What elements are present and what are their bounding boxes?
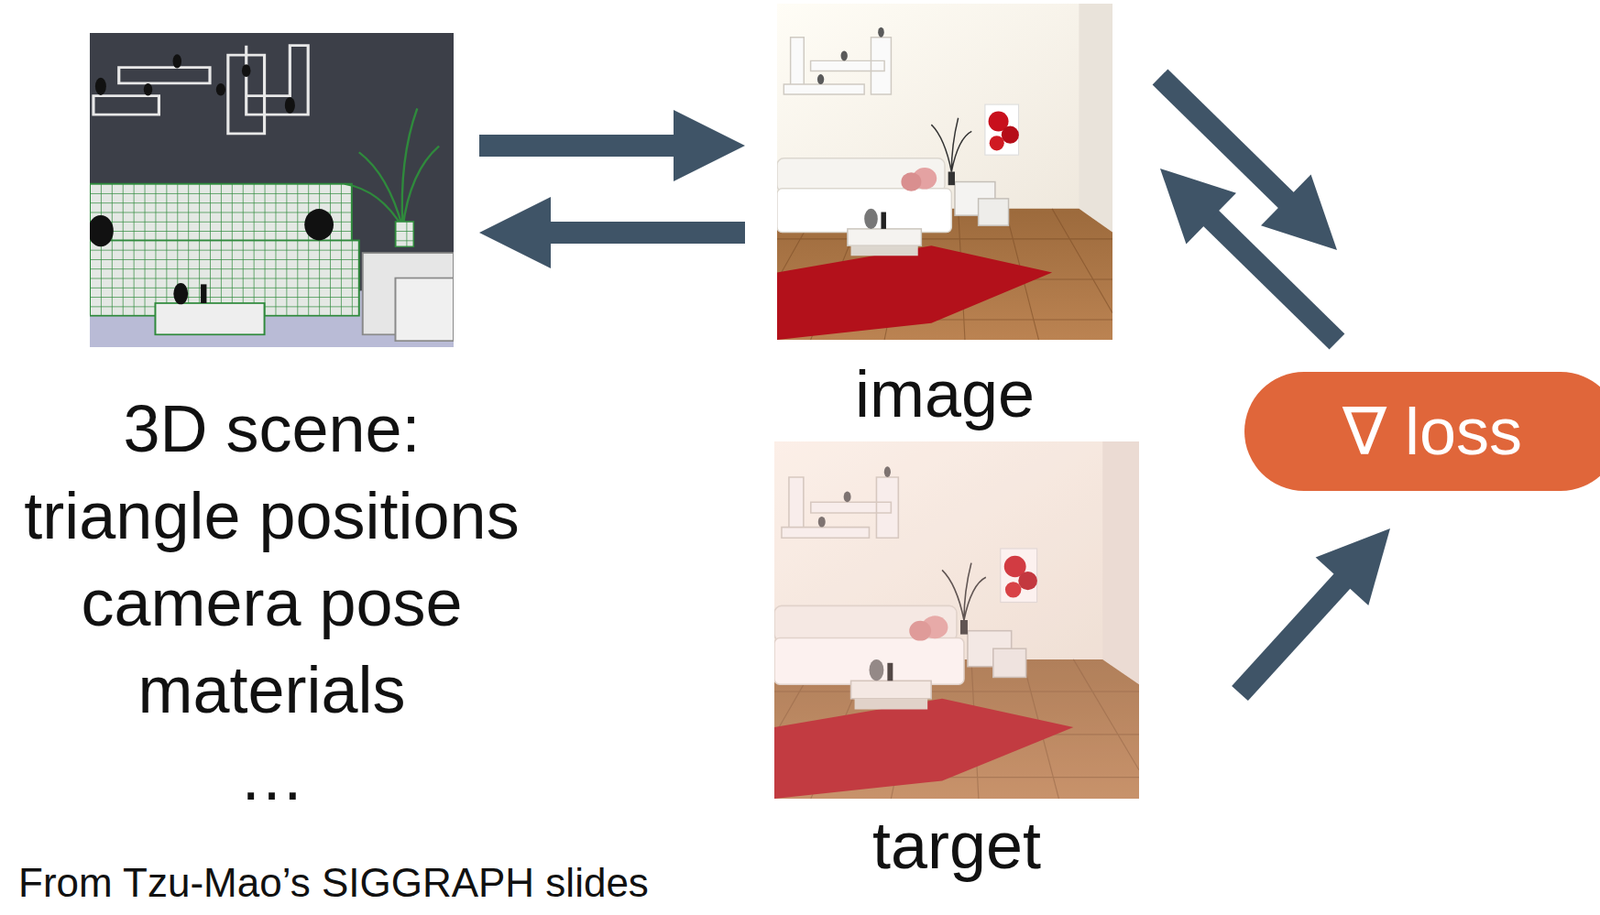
wire-plant xyxy=(344,108,439,228)
wire-vases xyxy=(95,54,296,113)
flow-arrow xyxy=(1160,168,1337,342)
caption-text: … xyxy=(23,734,519,822)
wire-table-vase xyxy=(173,283,188,305)
caption-text: 3D scene: xyxy=(23,385,519,473)
arrow-head xyxy=(1160,168,1237,244)
loss-pill: ∇ loss xyxy=(1244,372,1600,492)
flow-arrow xyxy=(1160,76,1337,251)
flow-arrow xyxy=(1239,528,1391,694)
image-panel: target xyxy=(774,441,1140,800)
caption-stack: image xyxy=(854,354,1035,434)
image-panel: image xyxy=(777,3,1113,340)
wire-pillow xyxy=(87,215,114,247)
arrow-shaft xyxy=(1209,217,1337,342)
arrow-head xyxy=(1260,175,1337,251)
wire-side-table xyxy=(394,278,454,342)
arrow-shaft xyxy=(548,221,746,244)
arrow-head xyxy=(673,109,746,182)
caption-stack: target xyxy=(872,810,1042,883)
target-image xyxy=(737,441,1140,800)
caption-text: image xyxy=(854,354,1035,434)
wire-shelves xyxy=(93,45,308,134)
scene-panel: 3D scene:triangle positionscamera posema… xyxy=(89,32,454,348)
arrow-shaft xyxy=(1239,580,1344,694)
wire-sofa-back xyxy=(89,184,352,244)
caption-text: camera pose xyxy=(23,559,519,647)
wireframe-scene xyxy=(87,32,454,348)
caption-text: triangle positions xyxy=(23,472,519,560)
arrow-shaft xyxy=(479,134,676,157)
arrow-head xyxy=(1315,528,1391,606)
wire-pillow xyxy=(304,208,334,241)
node-label: ∇ loss xyxy=(1342,392,1523,472)
wire-pot xyxy=(394,221,414,247)
flow-arrow xyxy=(479,197,746,269)
flow-arrow xyxy=(479,109,746,182)
wire-table-vase xyxy=(200,284,207,304)
target-tint xyxy=(774,441,1140,800)
caption-text: target xyxy=(872,810,1042,883)
caption-stack: 3D scene:triangle positionscamera posema… xyxy=(23,385,519,822)
wire-coffee-table xyxy=(154,303,264,335)
scene-wall xyxy=(89,32,454,348)
source-note: From Tzu-Mao’s SIGGRAPH slides xyxy=(18,859,649,907)
caption-text: materials xyxy=(23,646,519,735)
arrow-head xyxy=(479,197,551,269)
rendered-image xyxy=(743,3,1113,340)
